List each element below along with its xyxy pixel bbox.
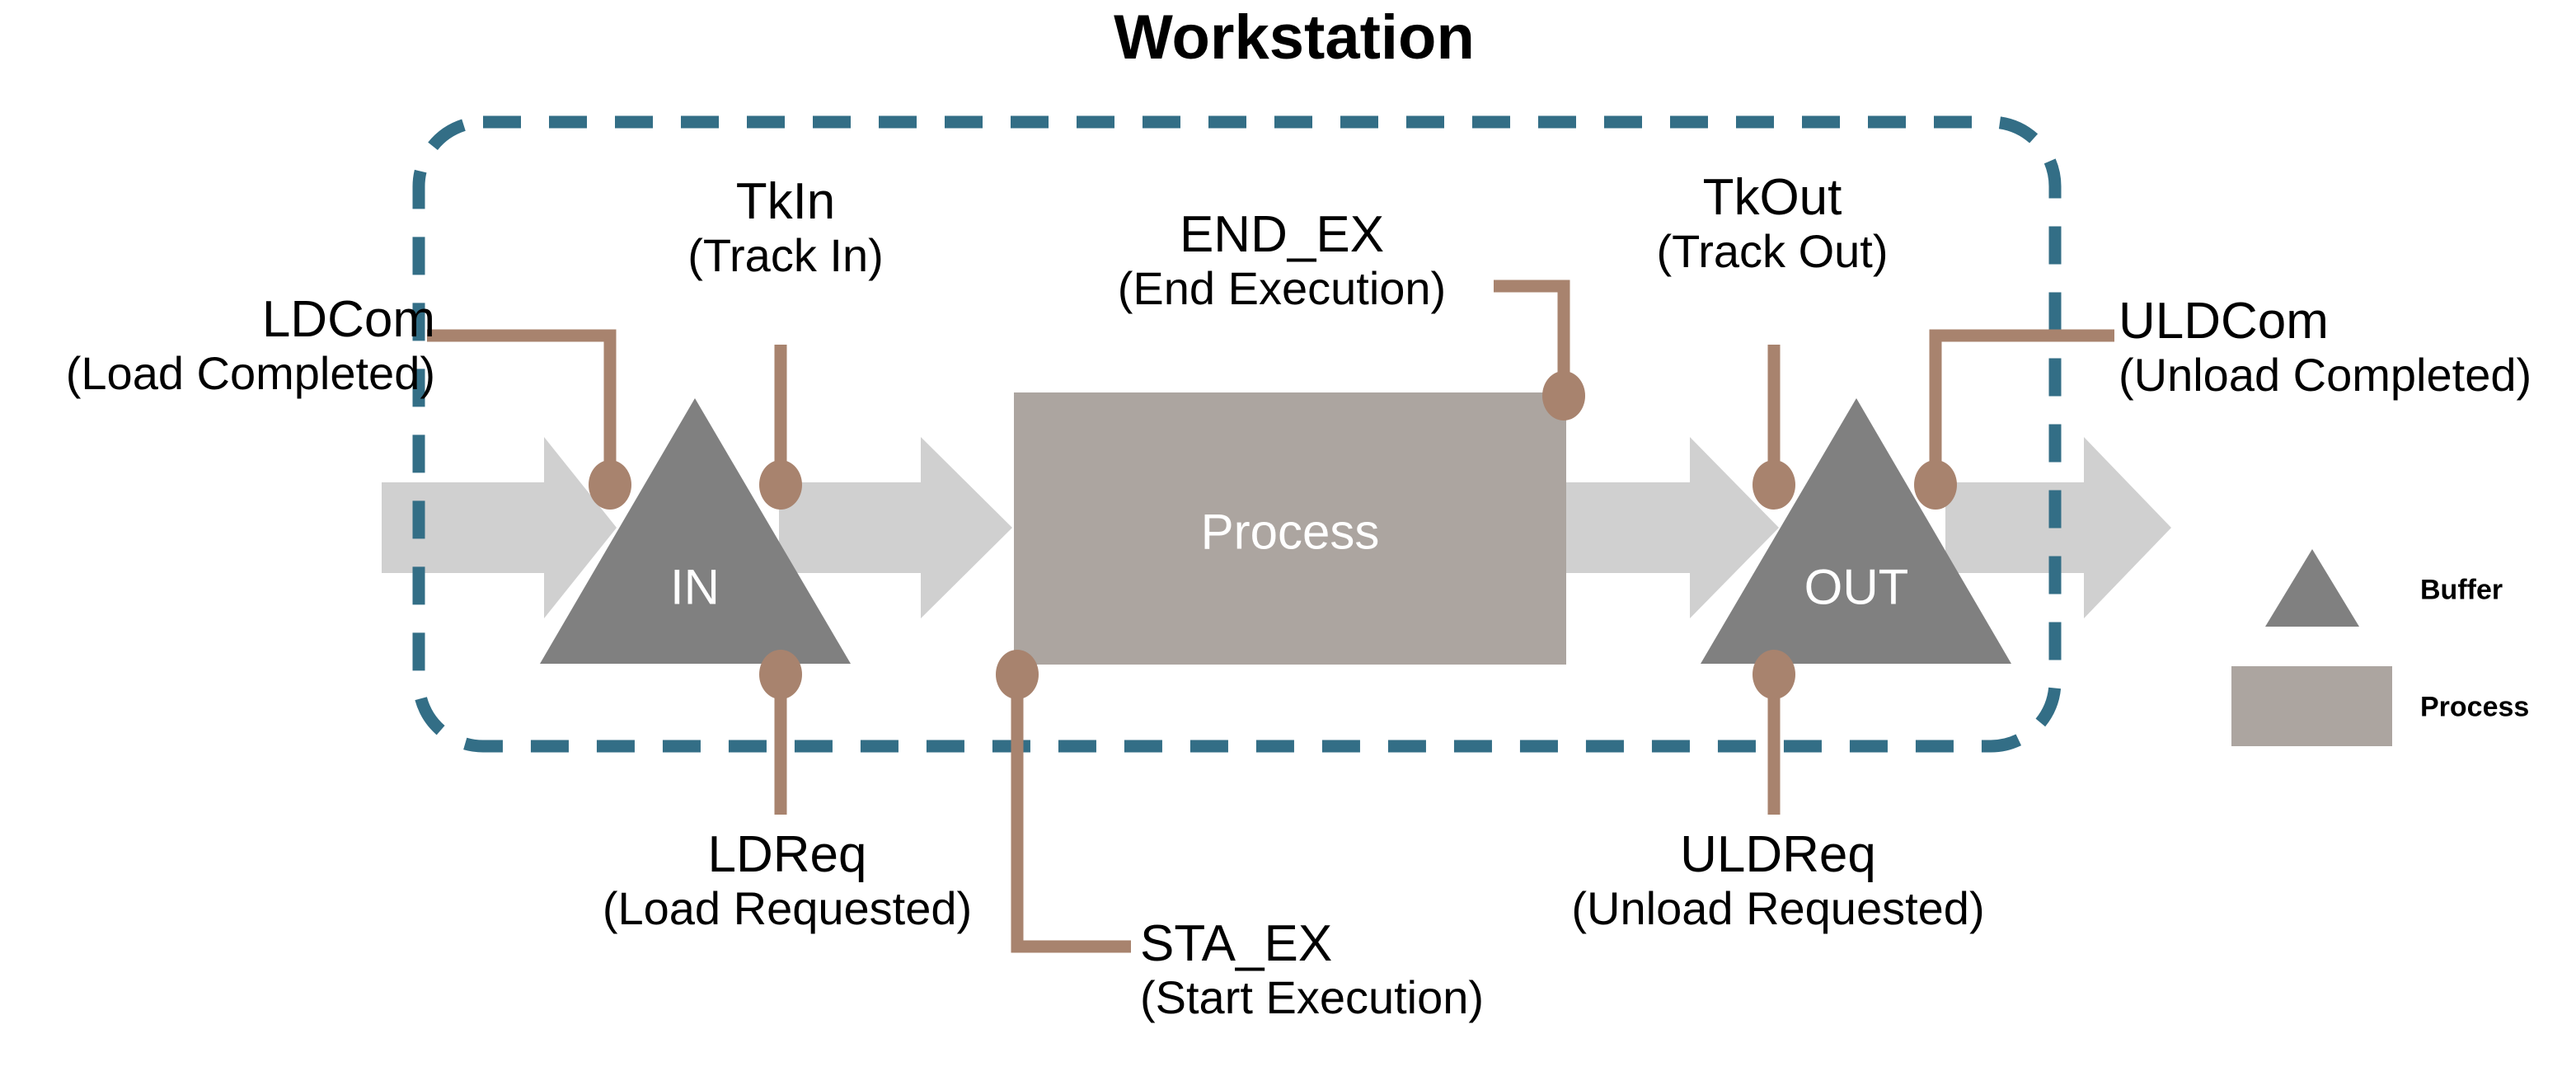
signal-abbr-uldcom: ULDCom [2119, 293, 2329, 350]
arrow-inbound [382, 437, 617, 618]
legend-triangle-icon [2265, 549, 2359, 627]
arrow-in-to-process [779, 437, 1012, 618]
page-title: Workstation [1114, 2, 1475, 73]
arrow-process-to-out [1548, 437, 1779, 618]
pin-ldreq [759, 650, 802, 699]
signal-label-uldreq: ULDReq (Unload Requested) [1571, 826, 1984, 935]
signal-connectors [427, 280, 2114, 953]
legend-label-buffer: Buffer [2420, 574, 2503, 606]
process-box [1014, 392, 1566, 665]
signal-full-sta-ex: (Start Execution) [1140, 971, 1485, 1024]
legend-label-process: Process [2420, 691, 2530, 723]
signal-full-uldreq: (Unload Requested) [1571, 882, 1985, 935]
buffer-out-triangle [1701, 398, 2011, 664]
workstation-boundary [412, 115, 2062, 753]
pin-end-ex [1542, 371, 1585, 421]
signal-label-tkout: TkOut (Track Out) [1656, 169, 1888, 278]
signal-full-ldcom: (Load Completed) [65, 347, 435, 400]
buffer-in-triangle [540, 398, 851, 664]
signal-abbr-ldreq: LDReq [707, 826, 867, 883]
pin-tkin [759, 460, 802, 510]
connector-end-ex [1494, 280, 1570, 389]
signal-abbr-uldreq: ULDReq [1680, 826, 1876, 883]
signal-label-tkin: TkIn (Track In) [687, 173, 883, 282]
process-label: Process [1200, 504, 1380, 560]
signal-full-end-ex: (End Execution) [1117, 262, 1447, 315]
signal-label-sta-ex: STA_EX (Start Execution) [1140, 915, 1484, 1024]
connector-sta-ex [1011, 678, 1131, 953]
signal-full-uldcom: (Unload Completed) [2119, 349, 2532, 402]
signal-full-tkout: (Track Out) [1656, 225, 1889, 278]
buffer-in-label: IN [670, 559, 720, 615]
signal-abbr-end-ex: END_EX [1179, 206, 1385, 263]
connector-ldcom [427, 329, 617, 477]
signal-abbr-sta-ex: STA_EX [1140, 915, 1333, 972]
signal-label-uldcom: ULDCom (Unload Completed) [2119, 293, 2531, 402]
legend-rectangle-icon [2231, 666, 2392, 746]
signal-full-ldreq: (Load Requested) [602, 882, 973, 935]
signal-label-end-ex: END_EX (End Execution) [1118, 206, 1446, 315]
signal-label-ldreq: LDReq (Load Requested) [603, 826, 972, 935]
pin-uldcom [1914, 460, 1957, 510]
signal-abbr-ldcom: LDCom [261, 291, 435, 348]
signal-pins [589, 371, 1957, 699]
pin-tkout [1753, 460, 1795, 510]
signal-full-tkin: (Track In) [687, 229, 884, 282]
pin-ldcom [589, 460, 631, 510]
signal-label-ldcom: LDCom (Load Completed) [66, 291, 435, 400]
pin-uldreq [1753, 650, 1795, 699]
pin-sta-ex [996, 650, 1039, 699]
buffer-out-label: OUT [1804, 559, 1909, 615]
signal-abbr-tkout: TkOut [1702, 169, 1842, 226]
signal-abbr-tkin: TkIn [735, 173, 836, 230]
connector-uldcom [1929, 329, 2114, 477]
